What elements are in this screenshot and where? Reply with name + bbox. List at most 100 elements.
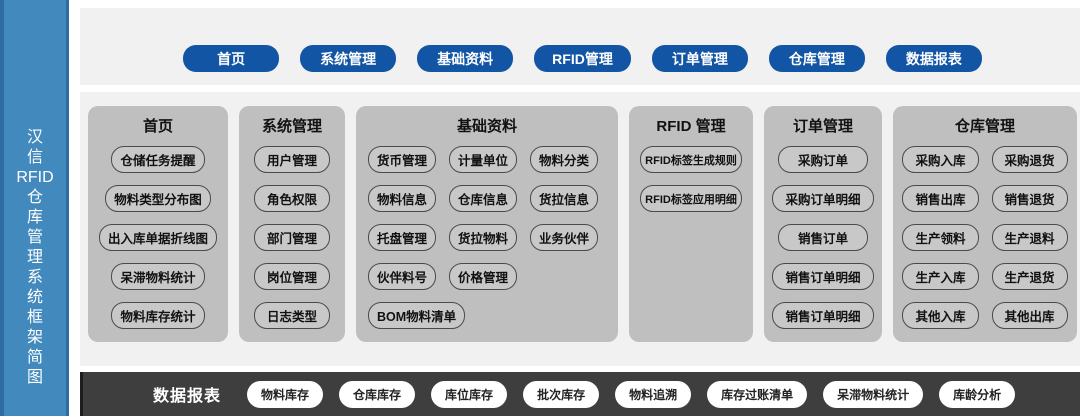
module-row: 用户管理	[247, 146, 337, 173]
module-item-button[interactable]: BOM物料清单	[368, 302, 466, 329]
module-row: 部门管理	[247, 224, 337, 251]
app-title-char: 汉	[26, 129, 43, 146]
module-row: 货币管理计量单位物料分类	[364, 146, 610, 173]
nav-button[interactable]: 系统管理	[300, 45, 397, 72]
nav-button[interactable]: 基础资料	[417, 45, 514, 72]
module-item-button[interactable]: 销售退货	[991, 185, 1068, 212]
module-row: 物料信息仓库信息货拉信息	[364, 185, 610, 212]
module-item-button[interactable]: 销售出库	[902, 185, 979, 212]
module-item-button[interactable]: 生产领料	[902, 224, 979, 251]
module-item-button[interactable]: 货币管理	[368, 146, 437, 173]
module-item-button[interactable]: 销售订单明细	[772, 302, 874, 329]
module-item-button[interactable]: 业务伙伴	[530, 224, 599, 251]
top-nav-panel: 首页系统管理基础资料 RFID管理订单管理仓库管理数据报表	[80, 8, 1080, 85]
report-button[interactable]: 批次库存	[523, 380, 600, 408]
module-item-button[interactable]: 生产入库	[902, 263, 979, 290]
module-row: 生产入库生产退货	[901, 263, 1069, 290]
report-button[interactable]: 库位库存	[431, 380, 508, 408]
module-item-button[interactable]: 伙伴料号	[368, 263, 437, 290]
module-row: 物料类型分布图	[96, 185, 220, 212]
module-item-button[interactable]: 呆滞物料统计	[111, 263, 205, 290]
module-item-button[interactable]: 出入库单据折线图	[98, 224, 217, 251]
nav-button[interactable]: 数据报表	[885, 45, 982, 72]
module-row: 出入库单据折线图	[96, 224, 220, 251]
module-item-button[interactable]: 仓库信息	[449, 185, 518, 212]
module-title: 订单管理	[792, 118, 853, 135]
module-row: 日志类型	[247, 302, 337, 329]
module-column: 仓库管理采购入库采购退货销售出库销售退货生产领料生产退料生产入库生产退货其他入库…	[893, 106, 1077, 342]
module-row: 伙伴料号价格管理	[364, 263, 610, 290]
module-column: 系统管理用户管理角色权限部门管理岗位管理日志类型	[239, 106, 345, 342]
module-row: 其他入库其他出库	[901, 302, 1069, 329]
module-column: 首页仓储任务提醒物料类型分布图出入库单据折线图呆滞物料统计物料库存统计	[88, 106, 228, 342]
report-button[interactable]: 仓库库存	[339, 380, 416, 408]
report-button[interactable]: 物料追溯	[615, 380, 692, 408]
nav-button[interactable]: 首页	[183, 45, 280, 72]
report-button[interactable]: 呆滞物料统计	[823, 380, 924, 408]
module-row: 角色权限	[247, 185, 337, 212]
module-item-button[interactable]: RFID标签应用明细	[640, 185, 742, 212]
report-button[interactable]: 库龄分析	[939, 380, 1016, 408]
app-title-char: 仓	[26, 189, 43, 206]
module-item-button[interactable]: 日志类型	[253, 302, 330, 329]
module-column: 订单管理采购订单采购订单明细销售订单销售订单明细销售订单明细	[764, 106, 882, 342]
nav-button[interactable]: RFID管理	[534, 45, 631, 72]
module-item-button[interactable]: 计量单位	[449, 146, 518, 173]
nav-button[interactable]: 仓库管理	[768, 45, 865, 72]
app-title-char: 简	[26, 349, 43, 366]
module-item-button[interactable]: 物料库存统计	[111, 302, 205, 329]
module-item-button[interactable]: 货拉物料	[449, 224, 518, 251]
module-item-button[interactable]: 采购订单	[778, 146, 868, 173]
module-title: 首页	[142, 118, 173, 135]
module-item-button[interactable]: 托盘管理	[368, 224, 437, 251]
module-item-button[interactable]: RFID标签生成规则	[640, 146, 742, 173]
module-row: BOM物料清单	[364, 302, 610, 329]
module-row: 仓储任务提醒	[96, 146, 220, 173]
app-title-char: 图	[26, 369, 43, 386]
module-row: 托盘管理货拉物料业务伙伴	[364, 224, 610, 251]
module-row: 生产领料生产退料	[901, 224, 1069, 251]
app-title-char: 库	[26, 209, 43, 226]
app-title-char: RFID	[16, 169, 54, 186]
module-item-button[interactable]: 仓储任务提醒	[111, 146, 205, 173]
module-row: 销售订单	[772, 224, 874, 251]
report-button[interactable]: 库存过账清单	[707, 380, 808, 408]
module-item-button[interactable]: 销售订单	[778, 224, 868, 251]
module-item-button[interactable]: 采购退货	[991, 146, 1068, 173]
module-item-button[interactable]: 用户管理	[253, 146, 330, 173]
module-item-button[interactable]: 销售订单明细	[772, 263, 874, 290]
module-row: 呆滞物料统计	[96, 263, 220, 290]
module-item-button[interactable]: 物料信息	[368, 185, 437, 212]
module-item-button[interactable]: 角色权限	[253, 185, 330, 212]
reports-bar: 数据报表 物料库存仓库库存库位库存批次库存物料追溯库存过账清单呆滞物料统计库龄分…	[80, 372, 1080, 416]
module-item-button[interactable]: 生产退货	[991, 263, 1068, 290]
module-row: RFID标签应用明细	[637, 185, 745, 212]
module-item-button[interactable]: 部门管理	[253, 224, 330, 251]
app-title-char: 统	[26, 289, 43, 306]
nav-button[interactable]: 订单管理	[651, 45, 748, 72]
module-item-button[interactable]: 价格管理	[449, 263, 518, 290]
module-row: 销售出库销售退货	[901, 185, 1069, 212]
module-item-button[interactable]: 物料分类	[530, 146, 599, 173]
module-row: 岗位管理	[247, 263, 337, 290]
module-item-button[interactable]: 其他出库	[991, 302, 1068, 329]
reports-label: 数据报表	[153, 388, 222, 405]
module-title: 基础资料	[456, 118, 517, 135]
module-item-button[interactable]: 采购订单明细	[772, 185, 874, 212]
module-title: 仓库管理	[954, 118, 1015, 135]
module-item-button[interactable]: 货拉信息	[530, 185, 599, 212]
module-item-button[interactable]: 生产退料	[991, 224, 1068, 251]
report-buttons-group: 物料库存仓库库存库位库存批次库存物料追溯库存过账清单呆滞物料统计库龄分析	[247, 380, 1016, 408]
module-column: 基础资料货币管理计量单位物料分类物料信息仓库信息货拉信息托盘管理货拉物料业务伙伴…	[356, 106, 618, 342]
app-title-char: 信	[26, 149, 43, 166]
module-item-button[interactable]: 其他入库	[902, 302, 979, 329]
report-button[interactable]: 物料库存	[247, 380, 324, 408]
module-item-button[interactable]: 物料类型分布图	[105, 185, 211, 212]
module-item-button[interactable]: 岗位管理	[253, 263, 330, 290]
module-item-button[interactable]: 采购入库	[902, 146, 979, 173]
module-row: 销售订单明细	[772, 302, 874, 329]
